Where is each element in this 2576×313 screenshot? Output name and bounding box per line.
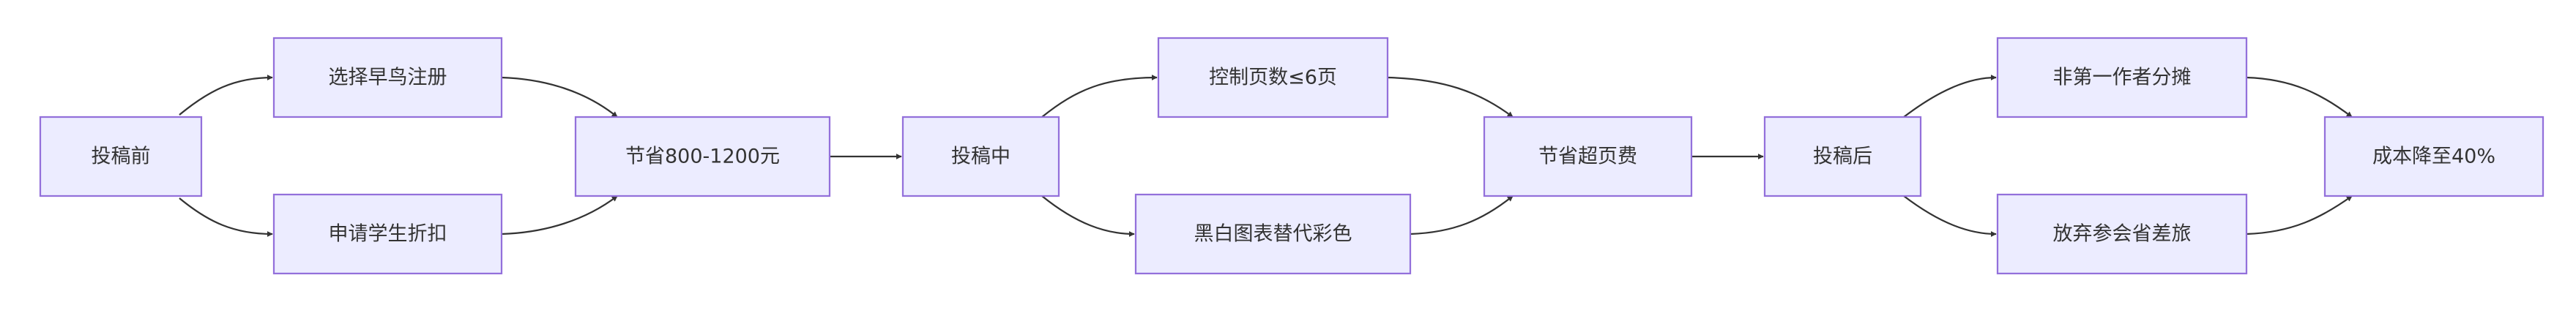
edge-bw-charts-to-save-overpage	[1410, 195, 1514, 235]
node-during-label: 投稿中	[951, 146, 1010, 168]
edge-student-discount-to-save-800-1200	[501, 195, 618, 235]
node-skip-travel: 放弃参会省差旅	[1996, 193, 2248, 275]
node-bw-charts: 黑白图表替代彩色	[1134, 193, 1412, 275]
node-early-bird-label: 选择早鸟注册	[329, 67, 447, 89]
edge-after-to-skip-travel	[1903, 195, 1997, 237]
node-student-discount: 申请学生折扣	[272, 193, 503, 275]
nodes: 投稿前 选择早鸟注册 申请学生折扣 节省800-1200元 投稿中 控制页数≤6…	[39, 37, 2545, 275]
node-skip-travel-label: 放弃参会省差旅	[2053, 223, 2192, 246]
node-before: 投稿前	[39, 116, 203, 197]
node-non-first-author-label: 非第一作者分摊	[2053, 67, 2192, 89]
node-early-bird: 选择早鸟注册	[272, 37, 503, 118]
node-bw-charts-label: 黑白图表替代彩色	[1194, 223, 1352, 246]
edge-during-to-page-limit	[1041, 75, 1158, 118]
node-after: 投稿后	[1763, 116, 1922, 197]
edge-skip-travel-to-cost-40	[2246, 195, 2353, 235]
node-page-limit: 控制页数≤6页	[1157, 37, 1389, 118]
node-save-800-1200-label: 节省800-1200元	[625, 146, 780, 168]
node-cost-40-label: 成本降至40%	[2372, 146, 2495, 168]
edge-after-to-non-first-author	[1903, 75, 1997, 118]
node-during: 投稿中	[901, 116, 1060, 197]
node-save-800-1200: 节省800-1200元	[574, 116, 831, 197]
node-save-overpage-label: 节省超页费	[1538, 146, 1637, 168]
node-before-label: 投稿前	[92, 146, 151, 168]
edge-before-to-student-discount	[179, 197, 273, 237]
edge-non-first-author-to-cost-40	[2246, 76, 2353, 118]
edge-before-to-early-bird	[179, 75, 273, 116]
node-save-overpage: 节省超页费	[1483, 116, 1693, 197]
edge-page-limit-to-save-overpage	[1387, 76, 1514, 118]
edges	[179, 75, 2353, 237]
edge-during-to-bw-charts	[1041, 195, 1135, 237]
node-page-limit-label: 控制页数≤6页	[1209, 67, 1337, 89]
edge-early-bird-to-save-800-1200	[501, 76, 618, 118]
node-after-label: 投稿后	[1813, 146, 1872, 168]
node-student-discount-label: 申请学生折扣	[329, 223, 447, 246]
node-non-first-author: 非第一作者分摊	[1996, 37, 2248, 118]
node-cost-40: 成本降至40%	[2323, 116, 2545, 197]
